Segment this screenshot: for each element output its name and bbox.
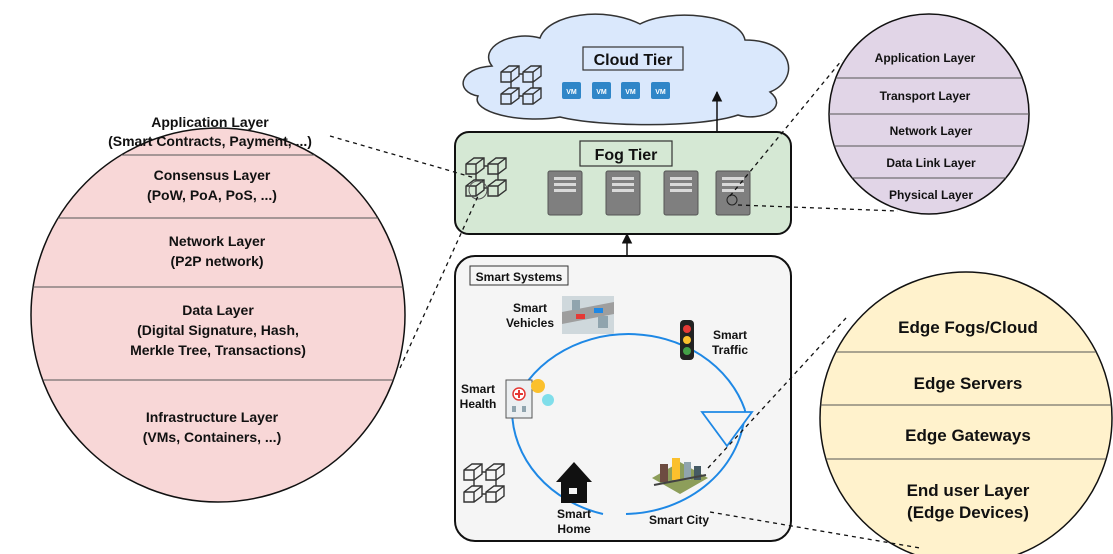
application-layer-title: Application Layer	[151, 114, 269, 130]
dashed-connector	[707, 317, 847, 469]
smart-city-icon	[652, 458, 708, 494]
smart-traffic-label-2: Traffic	[712, 343, 748, 357]
network-stack-circle: Application Layer Transport Layer Networ…	[828, 13, 1030, 215]
house-icon	[556, 462, 592, 503]
consensus-layer-title: Consensus Layer	[154, 167, 271, 183]
dashed-connector	[729, 59, 843, 197]
network-stack-application: Application Layer	[875, 51, 976, 65]
vm-icon	[592, 82, 611, 99]
server-icon	[547, 170, 583, 216]
edge-gateways-layer: Edge Gateways	[905, 426, 1031, 445]
vm-icon	[651, 82, 670, 99]
dashed-connectors	[329, 59, 921, 549]
connector-dot	[468, 180, 488, 200]
infrastructure-layer-detail: (VMs, Containers, ...)	[143, 429, 281, 445]
connector-dot	[726, 194, 738, 206]
edge-fogs-cloud-layer: Edge Fogs/Cloud	[898, 318, 1038, 337]
data-layer-detail-2: Merkle Tree, Transactions)	[130, 342, 306, 358]
network-stack-transport: Transport Layer	[880, 89, 971, 103]
vm-label: VM	[596, 89, 607, 96]
network-layer-title: Network Layer	[169, 233, 266, 249]
smart-home-label-2: Home	[557, 522, 591, 536]
server-icon	[715, 170, 751, 216]
network-stack-datalink: Data Link Layer	[886, 156, 976, 170]
end-user-layer-detail: (Edge Devices)	[907, 503, 1029, 522]
vm-label: VM	[625, 89, 636, 96]
blockchain-layers-circle: Application Layer (Smart Contracts, Paym…	[30, 114, 406, 503]
server-icon	[605, 170, 641, 216]
smart-vehicles-icon	[562, 296, 614, 334]
vm-icon	[562, 82, 581, 99]
vm-label: VM	[655, 89, 666, 96]
dashed-connector	[329, 135, 476, 179]
smart-systems-box	[454, 255, 792, 542]
network-stack-network: Network Layer	[890, 124, 973, 138]
smart-health-label-2: Health	[460, 397, 497, 411]
infrastructure-layer-title: Infrastructure Layer	[146, 409, 279, 425]
fog-tier-title-box	[579, 140, 673, 167]
data-layer-detail-1: (Digital Signature, Hash,	[137, 322, 299, 338]
smart-systems: Smart Systems Smart Vehicles Smart Traff…	[454, 255, 792, 542]
network-layer-detail: (P2P network)	[170, 253, 263, 269]
dashed-connector	[737, 204, 899, 212]
server-icon	[663, 170, 699, 216]
hospital-icon	[505, 379, 554, 419]
smart-systems-title: Smart Systems	[476, 270, 563, 284]
dashed-connector	[709, 511, 921, 549]
cloud-tier: Cloud Tier VM VM VM VM	[462, 13, 790, 126]
smart-health-label-1: Smart	[461, 382, 495, 396]
smart-systems-title-box	[469, 265, 569, 286]
edge-servers-layer: Edge Servers	[914, 374, 1023, 393]
vm-label: VM	[566, 89, 577, 96]
smart-vehicles-label-1: Smart	[513, 301, 547, 315]
cloud-tier-title-box	[582, 46, 684, 71]
vm-group: VM VM VM VM	[562, 82, 670, 99]
cloud-tier-title: Cloud Tier	[594, 52, 673, 69]
smart-city-label: Smart City	[649, 513, 709, 527]
edge-stack-circle: Edge Fogs/Cloud Edge Servers Edge Gatewa…	[819, 271, 1113, 554]
vm-icon	[621, 82, 640, 99]
consensus-layer-detail: (PoW, PoA, PoS, ...)	[147, 187, 277, 203]
end-user-layer-title: End user Layer	[907, 481, 1030, 500]
application-layer-detail: (Smart Contracts, Payment, ...)	[108, 133, 312, 149]
network-stack-physical: Physical Layer	[889, 188, 973, 202]
fog-tier-title: Fog Tier	[595, 147, 658, 164]
smart-vehicles-label-2: Vehicles	[506, 316, 554, 330]
smart-home-label-1: Smart	[557, 507, 591, 521]
data-layer-title: Data Layer	[182, 302, 254, 318]
smart-ring-arc	[511, 333, 746, 411]
smart-traffic-label-1: Smart	[713, 328, 747, 342]
smart-ring-arc	[511, 409, 604, 515]
direction-triangle-icon	[700, 411, 754, 448]
traffic-light-icon	[680, 320, 694, 360]
